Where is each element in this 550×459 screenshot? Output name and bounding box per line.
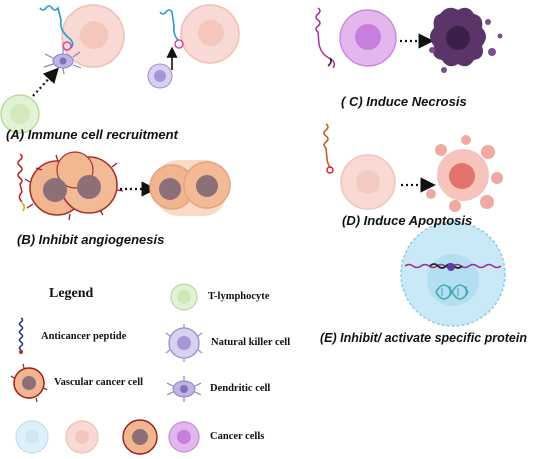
panel-b-label: (B) Inhibit angiogenesis bbox=[17, 232, 165, 247]
legend-title: Legend bbox=[49, 286, 94, 301]
nk-cell-a bbox=[147, 63, 173, 89]
inhibited-cluster-b bbox=[149, 160, 231, 216]
t-lymphocyte-a bbox=[0, 94, 40, 134]
peptide-a2 bbox=[159, 9, 179, 41]
cancer-cell-a1 bbox=[61, 4, 125, 68]
panel-b-graphic bbox=[17, 151, 231, 221]
legend-label-t-lymphocyte: T-lymphocyte bbox=[208, 291, 270, 302]
t-lymphocyte-icon bbox=[170, 283, 198, 311]
legend-label-vascular-cancer-cell: Vascular cancer cell bbox=[54, 377, 144, 388]
panel-d-graphic bbox=[323, 123, 503, 212]
natural-killer-cell-icon bbox=[165, 324, 203, 362]
cancer-cell-c bbox=[339, 9, 397, 67]
panel-d-label: (D) Induce Apoptosis bbox=[342, 213, 473, 228]
panel-e-label: (E) Inhibit/ activate specific protein bbox=[320, 331, 527, 345]
vascular-cancer-cell-icon bbox=[10, 363, 48, 403]
peptide-a1 bbox=[39, 5, 74, 49]
legend-label-anticancer-peptide: Anticancer peptide bbox=[41, 331, 127, 342]
panel-c-label: ( C) Induce Necrosis bbox=[341, 94, 467, 109]
arrow-tcell-dotted bbox=[32, 67, 59, 97]
panel-a-label: (A) Immune cell recruitment bbox=[6, 127, 178, 142]
cancer-cell-a2 bbox=[180, 4, 240, 64]
legend-label-natural-killer-cell: Natural killer cell bbox=[211, 337, 291, 348]
cancer-cell-d bbox=[340, 154, 396, 210]
panel-c-graphic bbox=[315, 7, 503, 73]
vascular-cluster-b bbox=[24, 151, 124, 221]
anticancer-peptide-icon bbox=[18, 317, 24, 351]
peptide-d bbox=[323, 123, 332, 169]
dendritic-cell-a bbox=[43, 48, 82, 75]
dna-helix-e bbox=[435, 284, 469, 300]
legend-label-cancer-cells: Cancer cells bbox=[210, 431, 265, 442]
panel-e-graphic bbox=[400, 221, 506, 327]
peptide-b bbox=[17, 153, 23, 203]
dendritic-cell-icon bbox=[166, 376, 202, 402]
panel-a-graphic bbox=[0, 4, 240, 134]
apoptotic-cell-d bbox=[426, 135, 503, 212]
peptide-c bbox=[315, 7, 336, 69]
legend-graphics bbox=[10, 283, 203, 455]
legend-label-dendritic-cell: Dendritic cell bbox=[210, 383, 271, 394]
cancer-cells-icon bbox=[15, 419, 200, 455]
necrotic-cell-c bbox=[429, 7, 503, 73]
